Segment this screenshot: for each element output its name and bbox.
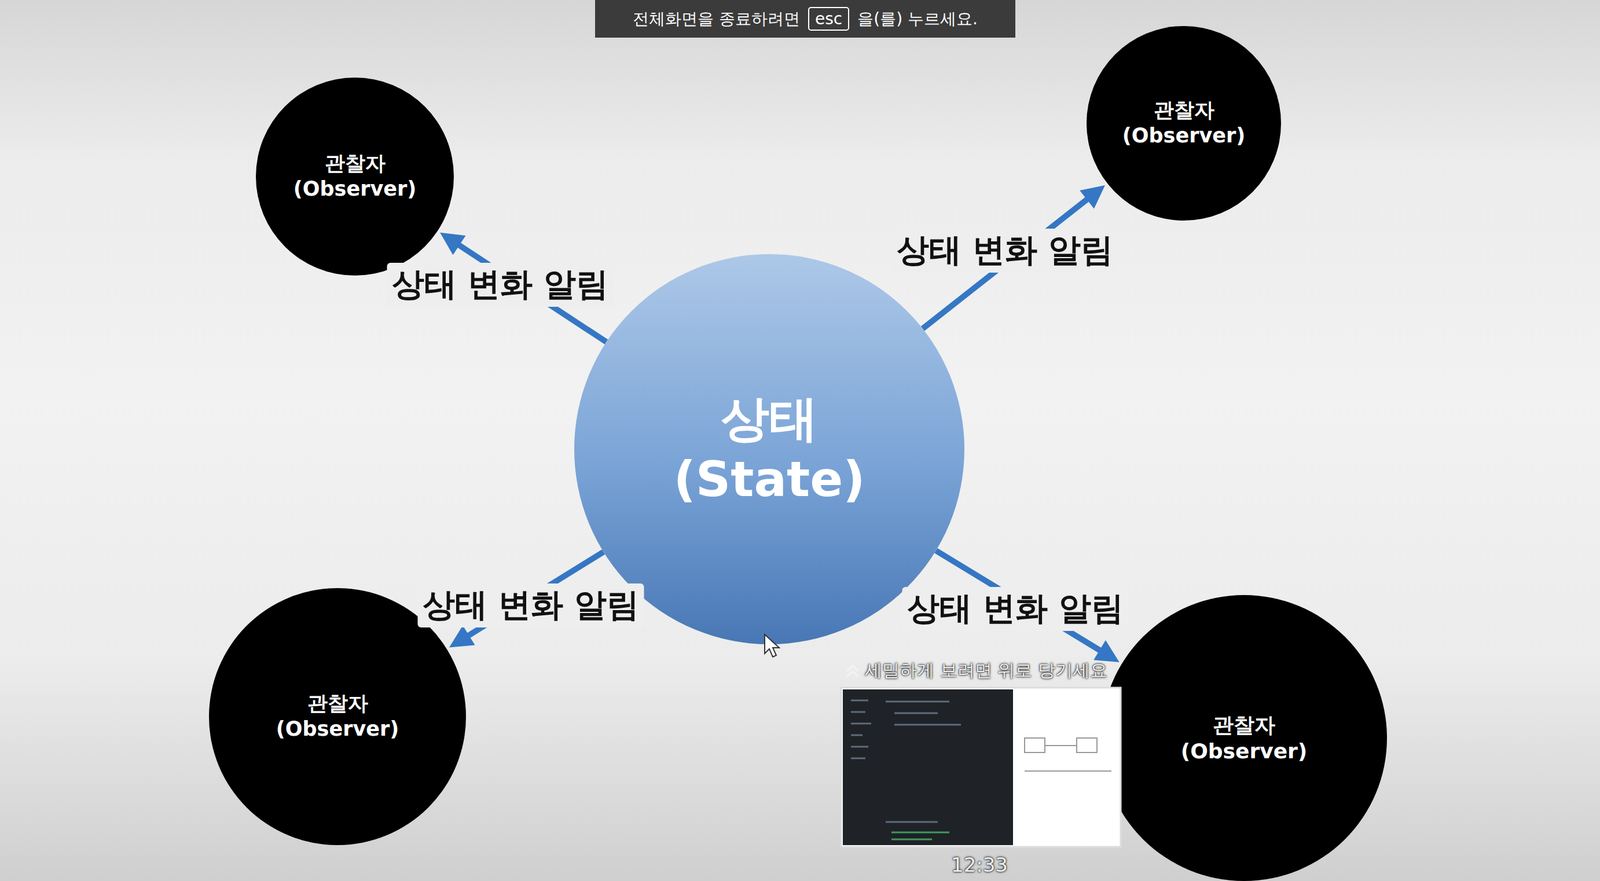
chevron-icon (843, 662, 862, 680)
observer-label: 관찰자 (Observer) (1168, 712, 1320, 765)
observer-circle: 관찰자 (Observer) (1101, 595, 1387, 881)
circle-fill (1101, 595, 1387, 881)
observer-circle: 관찰자 (Observer) (255, 77, 454, 276)
observer-label: 관찰자 (Observer) (282, 151, 428, 203)
state-label: 상태 (State) (644, 388, 894, 510)
thumbnail-sketch (1024, 738, 1112, 772)
thumbnail-frame (841, 687, 1121, 847)
thumbnail-lines (850, 700, 961, 822)
thumbnail-lines (891, 832, 950, 840)
circle-fill (255, 77, 454, 276)
edge-label: 상태 변화 알림 (902, 586, 1129, 631)
timecode: 12:33 (951, 853, 1008, 877)
mouse-cursor (762, 632, 787, 662)
fullscreen-bar: 전체화면을 종료하려면 esc 을(를) 누르세요. (595, 0, 1016, 38)
bar-text: 전체화면을 종료하려면 (632, 8, 800, 31)
circle-outline (255, 77, 454, 276)
circle-outline (1086, 26, 1282, 221)
observer-label: 관찰자 (Observer) (1111, 97, 1257, 149)
swipe-hint: 세밀하게 보려면 위로 당기세요 (843, 658, 1108, 683)
key-label: esc (808, 6, 850, 31)
edge-label: 상태 변화 알림 (417, 583, 645, 628)
timecode-holder: 12:33 (951, 853, 1008, 877)
observer-label: 관찰자 (Observer) (265, 691, 410, 743)
circle-fill (1086, 26, 1282, 221)
edge-label: 상태 변화 알림 (387, 262, 614, 307)
hint-text: 세밀하게 보려면 위로 당기세요 (864, 658, 1108, 683)
observer-circle: 관찰자 (Observer) (1086, 26, 1282, 221)
thumbnail-code (842, 689, 1014, 846)
edge-label: 상태 변화 알림 (892, 228, 1119, 273)
bar-text: 을(를) 누르세요. (857, 8, 978, 31)
circle-outline (1101, 595, 1387, 881)
